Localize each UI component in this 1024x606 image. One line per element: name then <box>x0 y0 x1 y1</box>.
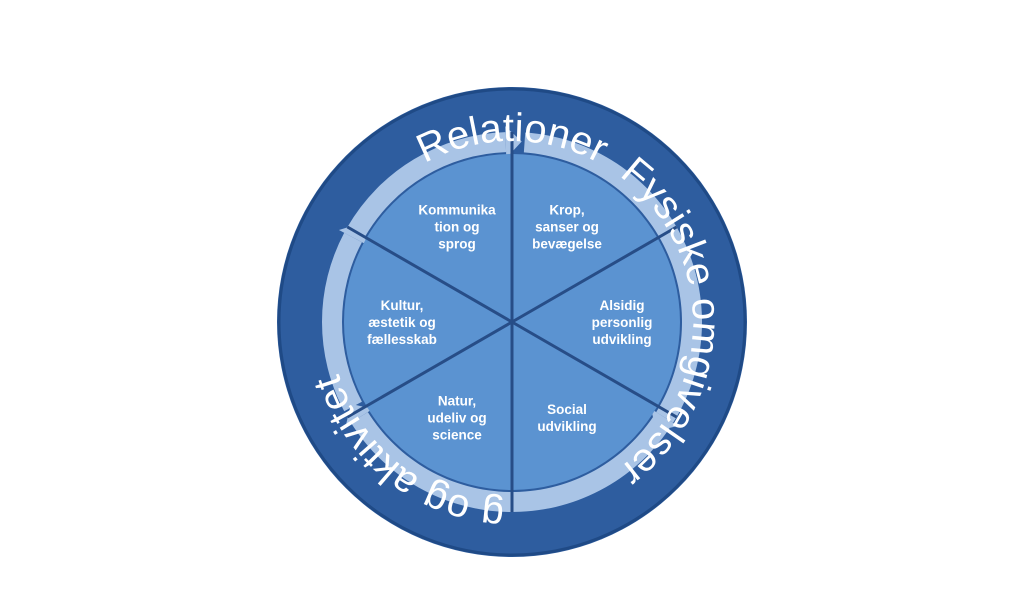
arrow-ring-arc <box>350 412 670 513</box>
outer-ring-edge <box>277 87 747 557</box>
arrow-ring-arc <box>322 232 362 412</box>
divider-line <box>511 320 678 419</box>
pie-segment <box>344 238 512 406</box>
divider-lines <box>346 132 678 512</box>
arrow-ring-arc <box>523 132 702 423</box>
arrow-ring-arc <box>347 132 507 237</box>
pie-segment <box>366 322 512 490</box>
divider-line <box>511 225 678 324</box>
pie-segment <box>512 238 680 406</box>
pie-segment <box>512 322 658 490</box>
divider-line <box>346 225 513 324</box>
arrow-head-icon <box>651 408 679 431</box>
pie-segment <box>366 154 512 322</box>
segment-group <box>344 154 680 490</box>
arrow-head-icon <box>338 223 368 246</box>
pie-segment <box>512 154 658 322</box>
arrow-ring <box>322 126 702 513</box>
arrow-head-icon <box>345 403 373 426</box>
divider-line <box>346 320 513 419</box>
